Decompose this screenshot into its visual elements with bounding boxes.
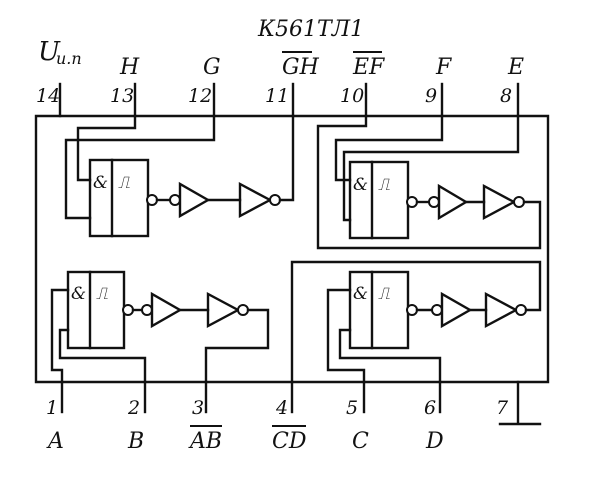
and-symbol: & <box>353 175 368 195</box>
wire-to-pin-11 <box>278 114 295 202</box>
pin-5-number: 5 <box>346 397 358 419</box>
inverter-bubble <box>141 304 153 316</box>
inverter-triangle <box>437 183 469 221</box>
wire-to-pin-4 <box>290 260 542 384</box>
pin-5-label: C <box>352 429 369 454</box>
wire-from-pin-5 <box>326 288 366 384</box>
pin-1-number: 1 <box>46 397 58 419</box>
pin-1-label: A <box>46 429 64 454</box>
schmitt-symbol: ⎍ <box>378 284 390 304</box>
gate-top-right-box <box>348 160 410 240</box>
pin-11-label: GH <box>282 55 320 80</box>
and-symbol: & <box>71 284 86 304</box>
inverter-triangle <box>482 184 517 220</box>
inverter-bubble <box>513 196 525 208</box>
pin-10-number: 10 <box>340 85 364 107</box>
wire-from-pin-12 <box>64 114 216 220</box>
inverter-triangle <box>484 292 519 328</box>
gate-bubble <box>406 304 418 316</box>
inverter-bubble <box>515 304 527 316</box>
pin-9-number: 9 <box>425 85 437 107</box>
pin-13-label: H <box>119 55 140 80</box>
pin-8-number: 8 <box>500 85 512 107</box>
inverter-triangle <box>150 291 183 329</box>
pin-8-label: E <box>507 55 524 80</box>
wire-from-pin-1 <box>50 288 70 384</box>
pin-12-number: 12 <box>188 85 212 107</box>
inverter-bubble <box>428 196 440 208</box>
wire-from-pin-6 <box>338 328 442 384</box>
pin-2-number: 2 <box>127 397 140 419</box>
pin-12-label: G <box>203 55 221 80</box>
wire-from-pin-9 <box>334 114 444 182</box>
wire-from-pin-8 <box>342 114 520 222</box>
inverter-triangle <box>206 292 241 328</box>
pin-6-label: D <box>425 429 444 454</box>
schmitt-symbol: ⎍ <box>378 175 390 195</box>
gate-top-left: & ⎍ <box>64 114 295 238</box>
pin-10-label: EF <box>352 55 385 80</box>
gate-bubble <box>146 194 158 206</box>
chip-title: К561ТЛ1 <box>257 17 364 42</box>
and-symbol: & <box>353 284 368 304</box>
inverter-bubble <box>169 194 181 206</box>
gate-bubble <box>406 196 418 208</box>
supply-label: U <box>38 37 61 67</box>
wire-from-pin-2 <box>58 328 147 384</box>
pin-11-number: 11 <box>265 85 289 107</box>
inverter-triangle <box>238 182 273 218</box>
inverter-triangle <box>178 181 211 219</box>
inverter-bubble <box>269 194 281 206</box>
schmitt-symbol: ⎍ <box>96 284 108 304</box>
pin-3-label: AB <box>188 429 222 454</box>
gate-bottom-right: & ⎍ <box>290 260 542 384</box>
pin-2-label: B <box>127 429 144 454</box>
inverter-triangle <box>440 291 473 329</box>
gate-top-left-box <box>88 158 150 238</box>
pin-4-label: CD <box>272 429 307 454</box>
inverter-bubble <box>237 304 249 316</box>
pin-4-number: 4 <box>275 397 288 419</box>
schmitt-symbol: ⎍ <box>118 173 130 193</box>
gate-bottom-left: & ⎍ <box>50 270 270 384</box>
gate-top-right: & ⎍ <box>316 114 542 250</box>
inverter-bubble <box>431 304 443 316</box>
pin-6-number: 6 <box>424 397 436 419</box>
wire-to-pin-3 <box>204 308 270 384</box>
pin-13-number: 13 <box>110 85 134 107</box>
supply-sub-label: и.п <box>56 49 82 68</box>
wire-to-pin-10 <box>316 114 542 250</box>
pin-9-label: F <box>435 55 452 80</box>
pin-14-number: 14 <box>36 85 60 107</box>
gate-bubble <box>122 304 134 316</box>
and-symbol: & <box>93 173 108 193</box>
pin-7-number: 7 <box>496 397 509 419</box>
wire-from-pin-13 <box>76 114 137 182</box>
pin-3-number: 3 <box>192 397 204 419</box>
